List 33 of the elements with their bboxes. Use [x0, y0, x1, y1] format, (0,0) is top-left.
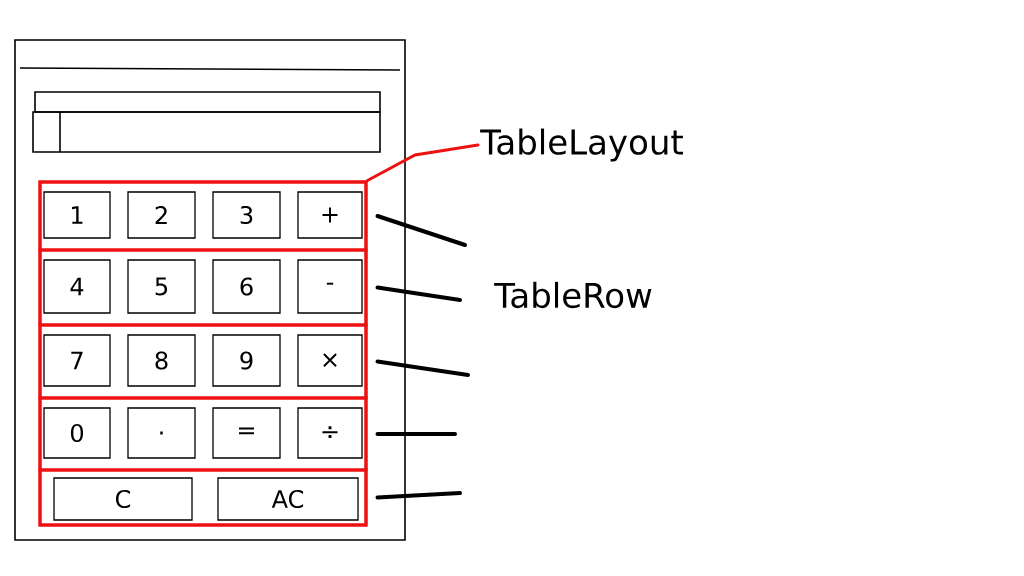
annotation-text: TableRow: [494, 281, 652, 309]
leader-line: [375, 285, 462, 302]
key-button: 2: [127, 191, 196, 239]
annotation-text: TableLayout: [480, 128, 683, 162]
table-row-box: [38, 468, 368, 527]
key-button: AC: [217, 477, 359, 521]
key-button: ×: [297, 334, 363, 387]
key-button: 0: [43, 407, 111, 459]
key-button: 9: [212, 334, 281, 387]
display-field: [32, 91, 381, 153]
key-button: +: [297, 191, 363, 239]
leader-line: [375, 359, 470, 377]
leader-line: [375, 432, 457, 436]
leader-line: [375, 214, 467, 247]
leader-line: [375, 491, 462, 500]
key-button: C: [53, 477, 193, 521]
table-row-box: [38, 180, 368, 252]
key-button: 1: [43, 191, 111, 239]
key-button: -: [297, 259, 363, 314]
key-button: ÷: [297, 407, 363, 459]
table-row-box: [38, 396, 368, 472]
key-button: =: [212, 407, 281, 459]
key-button: 8: [127, 334, 196, 387]
key-button: 4: [43, 259, 111, 314]
key-button: .: [127, 407, 196, 459]
key-button: 5: [127, 259, 196, 314]
key-button: 7: [43, 334, 111, 387]
key-button: 3: [212, 191, 281, 239]
leader-line: [366, 143, 480, 182]
calculator-outline: [14, 39, 406, 541]
key-button: 6: [212, 259, 281, 314]
table-row-box: [38, 323, 368, 400]
table-row-box: [38, 248, 368, 327]
